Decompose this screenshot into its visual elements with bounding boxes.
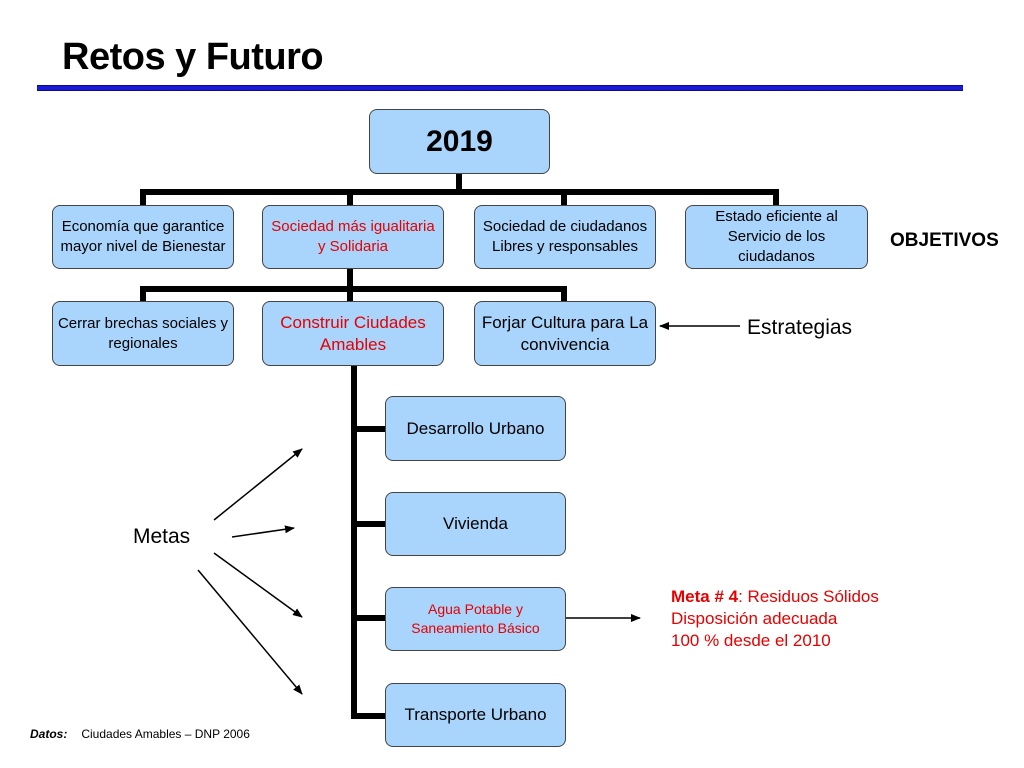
metas-label: Metas	[133, 525, 191, 548]
source-note: Datos: Ciudades Amables – DNP 2006	[30, 727, 250, 741]
meta4-line1-rest: : Residuos Sólidos	[738, 587, 879, 606]
objective-label: Economía que garantice mayor nivel de Bi…	[60, 218, 226, 255]
goal-box[interactable]: Vivienda	[385, 492, 566, 556]
objective-box[interactable]: Estado eficiente al Servicio de los ciud…	[685, 205, 868, 269]
strategy-box-highlighted[interactable]: Construir Ciudades Amables	[262, 301, 444, 366]
goal-label: Transporte Urbano	[404, 705, 547, 724]
metas-arrow-4	[197, 569, 303, 695]
objective-label: Sociedad más igualitaria y Solidaria	[271, 218, 435, 255]
root-box[interactable]: 2019	[369, 109, 550, 174]
meta4-line3: 100 % desde el 2010	[671, 631, 831, 650]
strategy-label: Cerrar brechas sociales y regionales	[57, 314, 229, 352]
meta4-heading: Meta # 4	[671, 587, 739, 606]
source-label: Datos	[30, 727, 64, 741]
objective-box[interactable]: Sociedad de ciudadanos Libres y responsa…	[474, 205, 656, 269]
goal-box[interactable]: Transporte Urbano	[385, 683, 566, 747]
title-divider	[37, 85, 963, 91]
goal-box-highlighted[interactable]: Agua Potable y Saneamiento Básico	[385, 587, 566, 651]
meta4-line1: Meta # 4: Residuos Sólidos	[671, 586, 879, 608]
strategy-box[interactable]: Forjar Cultura para La convivencia	[474, 301, 656, 366]
strategy-label: Forjar Cultura para La convivencia	[481, 312, 649, 354]
source-text: Ciudades Amables – DNP 2006	[81, 727, 250, 741]
objective-label: Estado eficiente al Servicio de los ciud…	[715, 208, 838, 265]
goal-box[interactable]: Desarrollo Urbano	[385, 396, 566, 461]
objective-label: Sociedad de ciudadanos Libres y responsa…	[482, 218, 648, 255]
root-label: 2019	[426, 124, 493, 158]
objective-box[interactable]: Economía que garantice mayor nivel de Bi…	[52, 205, 234, 269]
goal-label: Desarrollo Urbano	[406, 418, 545, 438]
metas-arrow-1	[213, 448, 303, 521]
strategy-label: Construir Ciudades Amables	[280, 312, 426, 354]
source-heading: Datos:	[30, 727, 67, 741]
objective-box-highlighted[interactable]: Sociedad más igualitaria y Solidaria	[262, 205, 444, 269]
page-title: Retos y Futuro	[62, 36, 324, 78]
estrategias-label: Estrategias	[747, 316, 853, 339]
strategy-box[interactable]: Cerrar brechas sociales y regionales	[52, 301, 234, 366]
metas-arrow-3	[213, 552, 303, 618]
meta4-note: Meta # 4: Residuos Sólidos Disposición a…	[671, 586, 879, 652]
source-label-suffix: :	[63, 727, 68, 741]
meta4-line2: Disposición adecuada	[671, 609, 838, 628]
metas-arrow-2	[231, 525, 295, 538]
goal-label: Vivienda	[443, 514, 508, 533]
goal-label: Agua Potable y Saneamiento Básico	[411, 601, 540, 636]
objetivos-label: OBJETIVOS	[890, 230, 999, 251]
